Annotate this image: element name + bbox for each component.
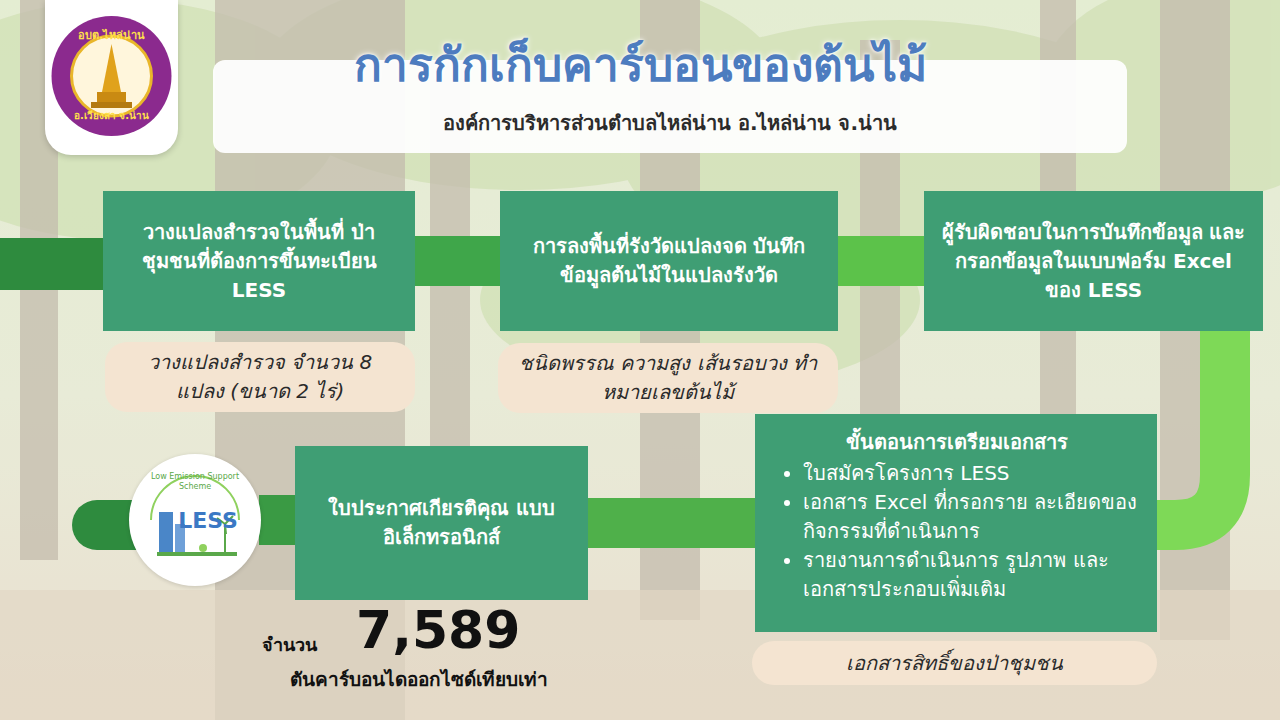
process-box: ขั้นตอนการเตรียมเอกสารใบสมัครโครงการ LES… (755, 414, 1157, 632)
box-text: การลงพื้นที่รังวัดแปลงจด บันทึกข้อมูลต้น… (514, 232, 824, 290)
bullet-list: ใบสมัครโครงการ LESSเอกสาร Excel ที่กรอกร… (773, 459, 1141, 604)
building (159, 512, 173, 552)
logo-text: อบต.ไหล่น่าน (45, 26, 178, 44)
scheme-logo: Low Emission Support SchemeLESS (129, 454, 261, 586)
bullet-item: รายงานการดำเนินการ รูปภาพ และเอกสารประกอ… (803, 546, 1141, 604)
note-text: เอกสารสิทธิ์ของป่าชุมชน (846, 649, 1063, 678)
process-box: ใบประกาศเกียรติคุณ แบบอิเล็กทรอนิกส์ (295, 446, 588, 600)
flow-band (588, 498, 755, 548)
box-text: วางแปลงสำรวจในพื้นที่ ป่าชุมชนที่ต้องการ… (117, 218, 401, 305)
logo-inner (72, 36, 152, 116)
unit-label: ตันคาร์บอนไดออกไซด์เทียบเท่า (290, 664, 548, 694)
flow-band (1157, 331, 1225, 525)
title-text: การกักเก็บคาร์บอนของต้นไม้ (0, 28, 1280, 101)
flow-band (259, 495, 295, 545)
note-pill: ชนิดพรรณ ความสูง เส้นรอบวง ทำหมายเลขต้นไ… (498, 343, 838, 413)
note-pill: วางแปลงสำรวจ จำนวน 8 แปลง (ขนาด 2 ไร่) (105, 342, 415, 412)
box-text: ผู้รับผิดชอบในการบันทึกข้อมูล และกรอกข้อ… (938, 218, 1249, 305)
note-text: วางแปลงสำรวจ จำนวน 8 แปลง (ขนาด 2 ไร่) (121, 348, 399, 406)
bullet-item: ใบสมัครโครงการ LESS (803, 459, 1141, 488)
scheme-acronym: LESS (129, 508, 261, 533)
band-stub (0, 238, 110, 290)
pagoda-base (97, 92, 126, 102)
ground-line (157, 552, 237, 556)
pagoda-spire (102, 44, 121, 92)
amount-value: 7,589 (356, 600, 520, 660)
box-text: ใบประกาศเกียรติคุณ แบบอิเล็กทรอนิกส์ (309, 494, 574, 552)
process-box: วางแปลงสำรวจในพื้นที่ ป่าชุมชนที่ต้องการ… (103, 191, 415, 331)
pagoda-base (91, 102, 132, 108)
amount-label: จำนวน (262, 630, 317, 659)
box-heading: ขั้นตอนการเตรียมเอกสาร (773, 428, 1141, 457)
flow-band (415, 236, 500, 286)
logo-emblem (45, 0, 178, 155)
scheme-name: Low Emission Support Scheme (143, 472, 247, 491)
car-dot (199, 544, 207, 552)
process-box: ผู้รับผิดชอบในการบันทึกข้อมูล และกรอกข้อ… (924, 191, 1263, 331)
logo-badge: อบต.ไหล่น่านอ.เวียงสา จ.น่าน (45, 0, 178, 155)
logo-text: อ.เวียงสา จ.น่าน (45, 108, 178, 123)
process-box: การลงพื้นที่รังวัดแปลงจด บันทึกข้อมูลต้น… (500, 191, 838, 331)
flow-band (838, 236, 924, 286)
subtitle-text: องค์การบริหารส่วนตำบลไหล่น่าน อ.ไหล่น่าน… (443, 107, 897, 139)
note-pill: เอกสารสิทธิ์ของป่าชุมชน (752, 641, 1157, 685)
note-text: ชนิดพรรณ ความสูง เส้นรอบวง ทำหมายเลขต้นไ… (514, 349, 822, 407)
bullet-item: เอกสาร Excel ที่กรอกราย ละเอียดของกิจกรร… (803, 488, 1141, 546)
